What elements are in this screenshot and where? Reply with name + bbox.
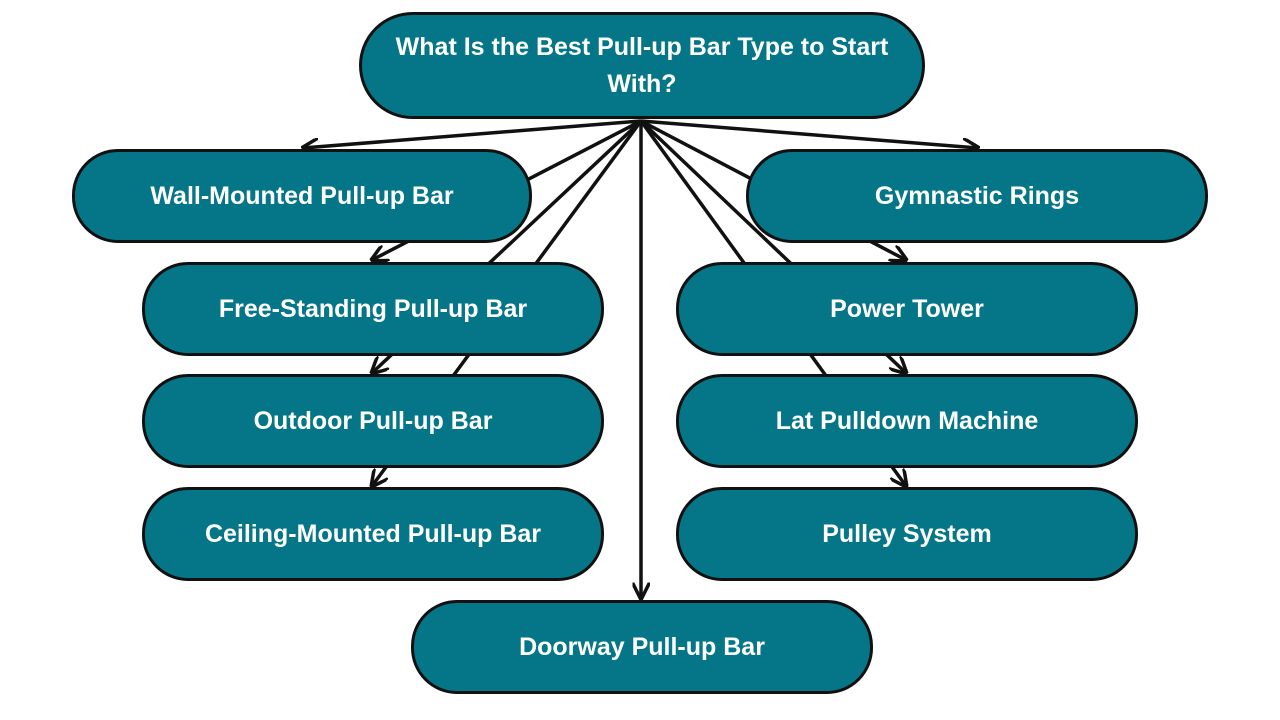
- node-label: Power Tower: [830, 294, 984, 323]
- connector-to-rings: [640, 119, 978, 148]
- node-lat-pulldown-machine: Lat Pulldown Machine: [676, 374, 1138, 468]
- node-label: Pulley System: [822, 519, 992, 548]
- node-label: Ceiling-Mounted Pull-up Bar: [204, 519, 542, 548]
- node-gymnastic-rings: Gymnastic Rings: [746, 149, 1208, 243]
- connector-to-wall: [303, 119, 642, 148]
- node-ceiling-mounted-pull-up-bar: Ceiling-Mounted Pull-up Bar: [142, 487, 604, 581]
- node-outdoor-pull-up-bar: Outdoor Pull-up Bar: [142, 374, 604, 468]
- node-label: Gymnastic Rings: [874, 181, 1080, 210]
- node-free-standing-pull-up-bar: Free-Standing Pull-up Bar: [142, 262, 604, 356]
- node-label: Doorway Pull-up Bar: [519, 632, 765, 661]
- node-power-tower: Power Tower: [676, 262, 1138, 356]
- node-label: Lat Pulldown Machine: [775, 406, 1039, 435]
- node-label: Free-Standing Pull-up Bar: [218, 294, 528, 323]
- node-label: Outdoor Pull-up Bar: [253, 406, 493, 435]
- node-wall-mounted-pull-up-bar: Wall-Mounted Pull-up Bar: [72, 149, 532, 243]
- root-question-text: What Is the Best Pull-up Bar Type to Sta…: [395, 33, 889, 98]
- node-pulley-system: Pulley System: [676, 487, 1138, 581]
- node-doorway-pull-up-bar: Doorway Pull-up Bar: [411, 600, 873, 694]
- node-label: Wall-Mounted Pull-up Bar: [150, 181, 454, 210]
- root-question-node: What Is the Best Pull-up Bar Type to Sta…: [359, 12, 925, 119]
